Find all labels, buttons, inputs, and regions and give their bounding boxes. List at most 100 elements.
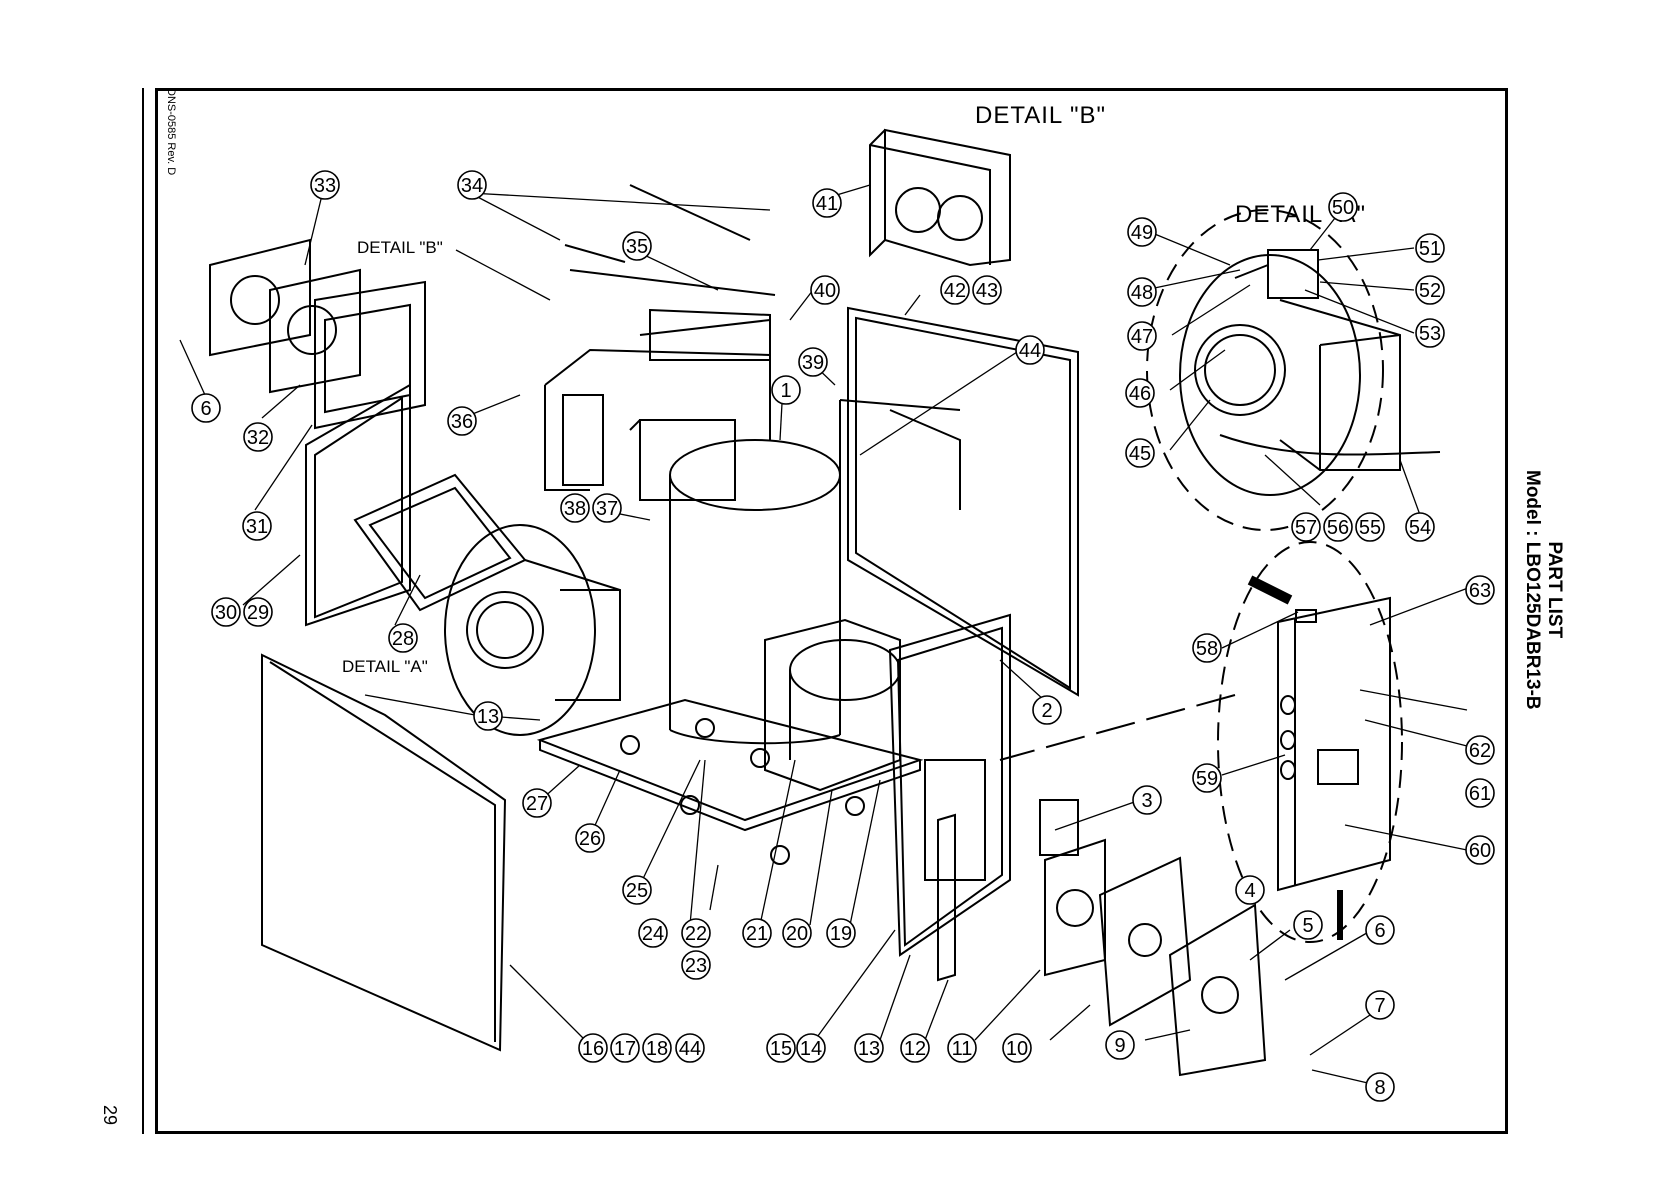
svg-text:22: 22 <box>685 923 707 945</box>
svg-text:19: 19 <box>830 923 852 945</box>
callout-11: 11 <box>947 1033 977 1063</box>
svg-text:42: 42 <box>944 280 966 302</box>
drawing-frame <box>155 88 1508 1134</box>
callout-26: 26 <box>575 823 605 853</box>
svg-text:34: 34 <box>461 175 483 197</box>
callout-61: 61 <box>1465 778 1495 808</box>
callout-12: 12 <box>900 1033 930 1063</box>
svg-text:28: 28 <box>392 628 414 650</box>
svg-text:37: 37 <box>596 498 618 520</box>
svg-text:15: 15 <box>770 1038 792 1060</box>
svg-text:41: 41 <box>816 193 838 215</box>
callout-54: 54 <box>1405 512 1435 542</box>
callout-29: 29 <box>243 597 273 627</box>
callout-60: 60 <box>1465 835 1495 865</box>
svg-text:51: 51 <box>1419 238 1441 260</box>
callout-48: 48 <box>1127 277 1157 307</box>
svg-text:27: 27 <box>526 793 548 815</box>
callout-22: 22 <box>681 918 711 948</box>
callout-37: 37 <box>592 493 622 523</box>
callout-18: 18 <box>642 1033 672 1063</box>
callout-44a: 44 <box>675 1033 705 1063</box>
callout-41: 41 <box>812 188 842 218</box>
svg-text:10: 10 <box>1006 1038 1028 1060</box>
callout-4: 4 <box>1235 875 1265 905</box>
svg-text:36: 36 <box>451 411 473 433</box>
svg-text:53: 53 <box>1419 323 1441 345</box>
svg-text:26: 26 <box>579 828 601 850</box>
callout-6b: 6 <box>1365 915 1395 945</box>
svg-text:56: 56 <box>1327 517 1349 539</box>
svg-text:31: 31 <box>246 516 268 538</box>
callout-56: 56 <box>1323 512 1353 542</box>
parts-drawing <box>209 128 1441 1077</box>
callout-13b: 13 <box>473 701 503 731</box>
svg-text:62: 62 <box>1469 740 1491 762</box>
svg-text:5: 5 <box>1302 915 1313 937</box>
callout-45: 45 <box>1125 438 1155 468</box>
svg-text:7: 7 <box>1374 995 1385 1017</box>
callout-7: 7 <box>1365 990 1395 1020</box>
svg-text:55: 55 <box>1359 517 1381 539</box>
svg-text:63: 63 <box>1469 580 1491 602</box>
callout-21: 21 <box>742 918 772 948</box>
callout-52: 52 <box>1415 275 1445 305</box>
svg-text:46: 46 <box>1129 383 1151 405</box>
svg-text:52: 52 <box>1419 280 1441 302</box>
svg-text:2: 2 <box>1041 700 1052 722</box>
callout-63: 63 <box>1465 575 1495 605</box>
svg-text:43: 43 <box>976 280 998 302</box>
callout-28: 28 <box>388 623 418 653</box>
svg-text:39: 39 <box>802 352 824 374</box>
svg-text:3: 3 <box>1141 790 1152 812</box>
svg-text:23: 23 <box>685 955 707 977</box>
callout-19: 19 <box>826 918 856 948</box>
callout-39: 39 <box>798 347 828 377</box>
callout-50: 50 <box>1328 192 1358 222</box>
svg-text:18: 18 <box>646 1038 668 1060</box>
svg-text:20: 20 <box>786 923 808 945</box>
detail-b-heading: DETAIL "B" <box>975 102 1106 129</box>
callout-5: 5 <box>1293 910 1323 940</box>
callout-6a: 6 <box>191 393 221 423</box>
callout-17: 17 <box>610 1033 640 1063</box>
svg-text:24: 24 <box>642 923 664 945</box>
svg-text:59: 59 <box>1196 768 1218 790</box>
svg-text:50: 50 <box>1332 197 1354 219</box>
callout-46: 46 <box>1125 378 1155 408</box>
callout-3: 3 <box>1132 785 1162 815</box>
svg-text:4: 4 <box>1244 880 1255 902</box>
callout-55: 55 <box>1355 512 1385 542</box>
callout-8: 8 <box>1365 1072 1395 1102</box>
leader-lines <box>179 184 1469 1088</box>
callout-53: 53 <box>1415 318 1445 348</box>
svg-text:40: 40 <box>814 280 836 302</box>
callout-25: 25 <box>622 875 652 905</box>
callout-33: 33 <box>310 170 340 200</box>
callout-27: 27 <box>522 788 552 818</box>
svg-text:6: 6 <box>200 398 211 420</box>
svg-text:11: 11 <box>952 1038 973 1060</box>
svg-text:25: 25 <box>626 880 648 902</box>
svg-text:58: 58 <box>1196 638 1218 660</box>
callout-13a: 13 <box>854 1033 884 1063</box>
svg-text:9: 9 <box>1114 1035 1125 1057</box>
svg-text:8: 8 <box>1374 1077 1385 1099</box>
svg-text:33: 33 <box>314 175 336 197</box>
svg-text:17: 17 <box>614 1038 636 1060</box>
callout-59: 59 <box>1192 763 1222 793</box>
callout-57: 57 <box>1291 512 1321 542</box>
svg-text:30: 30 <box>215 602 237 624</box>
callout-49: 49 <box>1127 217 1157 247</box>
callout-44b: 44 <box>1015 335 1045 365</box>
callout-43: 43 <box>972 275 1002 305</box>
svg-text:49: 49 <box>1131 222 1153 244</box>
svg-text:32: 32 <box>247 427 269 449</box>
svg-text:57: 57 <box>1295 517 1317 539</box>
svg-text:44: 44 <box>1019 340 1041 362</box>
callout-36: 36 <box>447 406 477 436</box>
svg-text:61: 61 <box>1469 783 1491 805</box>
callouts: 1 2 3 4 5 6 7 8 9 10 11 12 13 13 14 15 1… <box>191 170 1495 1102</box>
callout-38: 38 <box>560 493 590 523</box>
